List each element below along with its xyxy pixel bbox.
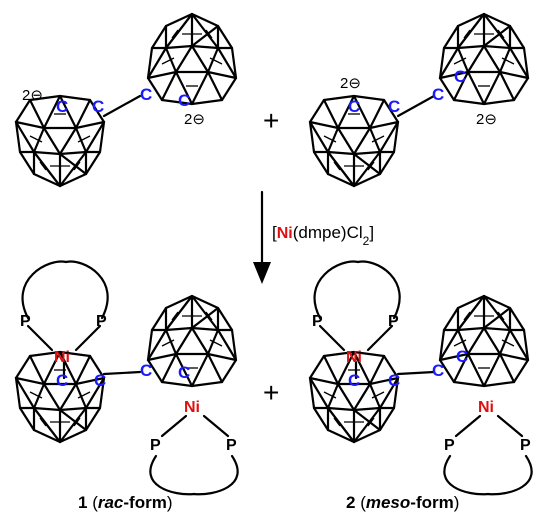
product-2: P P Ni C C C C Ni P P — [308, 260, 533, 496]
reaction-arrow — [253, 190, 271, 284]
product-2-phosphorus-1: P — [312, 313, 323, 330]
reactant-1-carbon-d: C — [178, 91, 190, 110]
reactant-2-carbon-d: C — [454, 67, 466, 86]
reactant-2-carbon-a: C — [348, 97, 360, 116]
product-1-carbon-a: C — [56, 371, 68, 390]
product-1-cage-right — [146, 294, 238, 388]
product-2-carbon-d: C — [456, 347, 468, 366]
reactant-2-cage-right — [438, 12, 530, 106]
reactant-2: C C C C 2⊖ 2⊖ — [308, 12, 530, 188]
product-1-phosphorus-4: P — [226, 437, 237, 454]
product-1-nickel-2: Ni — [184, 399, 200, 416]
reactant-1-cc-bond — [102, 94, 142, 118]
plus-sign-bottom: + — [263, 377, 279, 408]
product-1-nickel-1: Ni — [54, 349, 70, 366]
product-1: P P Ni C C C C Ni P P — [14, 260, 239, 496]
product-1-carbon-c: C — [140, 361, 152, 380]
product-1-phosphorus-2: P — [96, 313, 107, 330]
product-2-phosphorus-2: P — [388, 313, 399, 330]
reagent-label: [Ni(dmpe)Cl2] — [272, 223, 374, 248]
caption-product-2: 2 (meso-form) — [346, 493, 459, 512]
reactant-1-carbon-c: C — [140, 85, 152, 104]
reactant-1-carbon-a: C — [56, 97, 68, 116]
product-2-dmpe-top — [313, 260, 401, 320]
product-1-dmpe-top — [21, 260, 109, 320]
reactant-1-charge-right: 2⊖ — [184, 111, 205, 128]
arrow-head — [253, 262, 271, 284]
product-2-dmpe-bottom — [443, 454, 533, 496]
reactant-1-carbon-b: C — [92, 97, 104, 116]
reactant-1-cage-right — [146, 12, 238, 106]
product-2-carbon-c: C — [432, 361, 444, 380]
product-2-phosphorus-4: P — [520, 437, 531, 454]
product-2-carbon-b: C — [388, 371, 400, 390]
product-1-carbon-b: C — [94, 371, 106, 390]
reactant-1: C C C C 2⊖ 2⊖ — [14, 12, 238, 188]
reactant-2-charge-right: 2⊖ — [476, 111, 497, 128]
reactant-2-charge-left: 2⊖ — [340, 75, 361, 92]
product-1-phosphorus-1: P — [20, 313, 31, 330]
product-1-carbon-d: C — [178, 363, 190, 382]
plus-sign-top: + — [263, 105, 279, 136]
product-2-carbon-a: C — [348, 371, 360, 390]
reactant-2-cc-bond — [396, 94, 436, 118]
caption-product-1: 1 (rac-form) — [78, 493, 173, 512]
reactant-2-carbon-c: C — [432, 85, 444, 104]
reactant-2-carbon-b: C — [388, 97, 400, 116]
product-2-phosphorus-3: P — [444, 437, 455, 454]
product-2-nickel-2: Ni — [478, 399, 494, 416]
product-2-cage-right — [438, 294, 530, 388]
product-1-dmpe-bottom — [149, 454, 239, 496]
product-2-cc-bond — [396, 370, 436, 376]
product-1-phosphorus-3: P — [150, 437, 161, 454]
product-2-nickel-1: Ni — [346, 349, 362, 366]
reactant-1-charge-left: 2⊖ — [22, 87, 43, 104]
product-1-cc-bond — [102, 370, 142, 376]
